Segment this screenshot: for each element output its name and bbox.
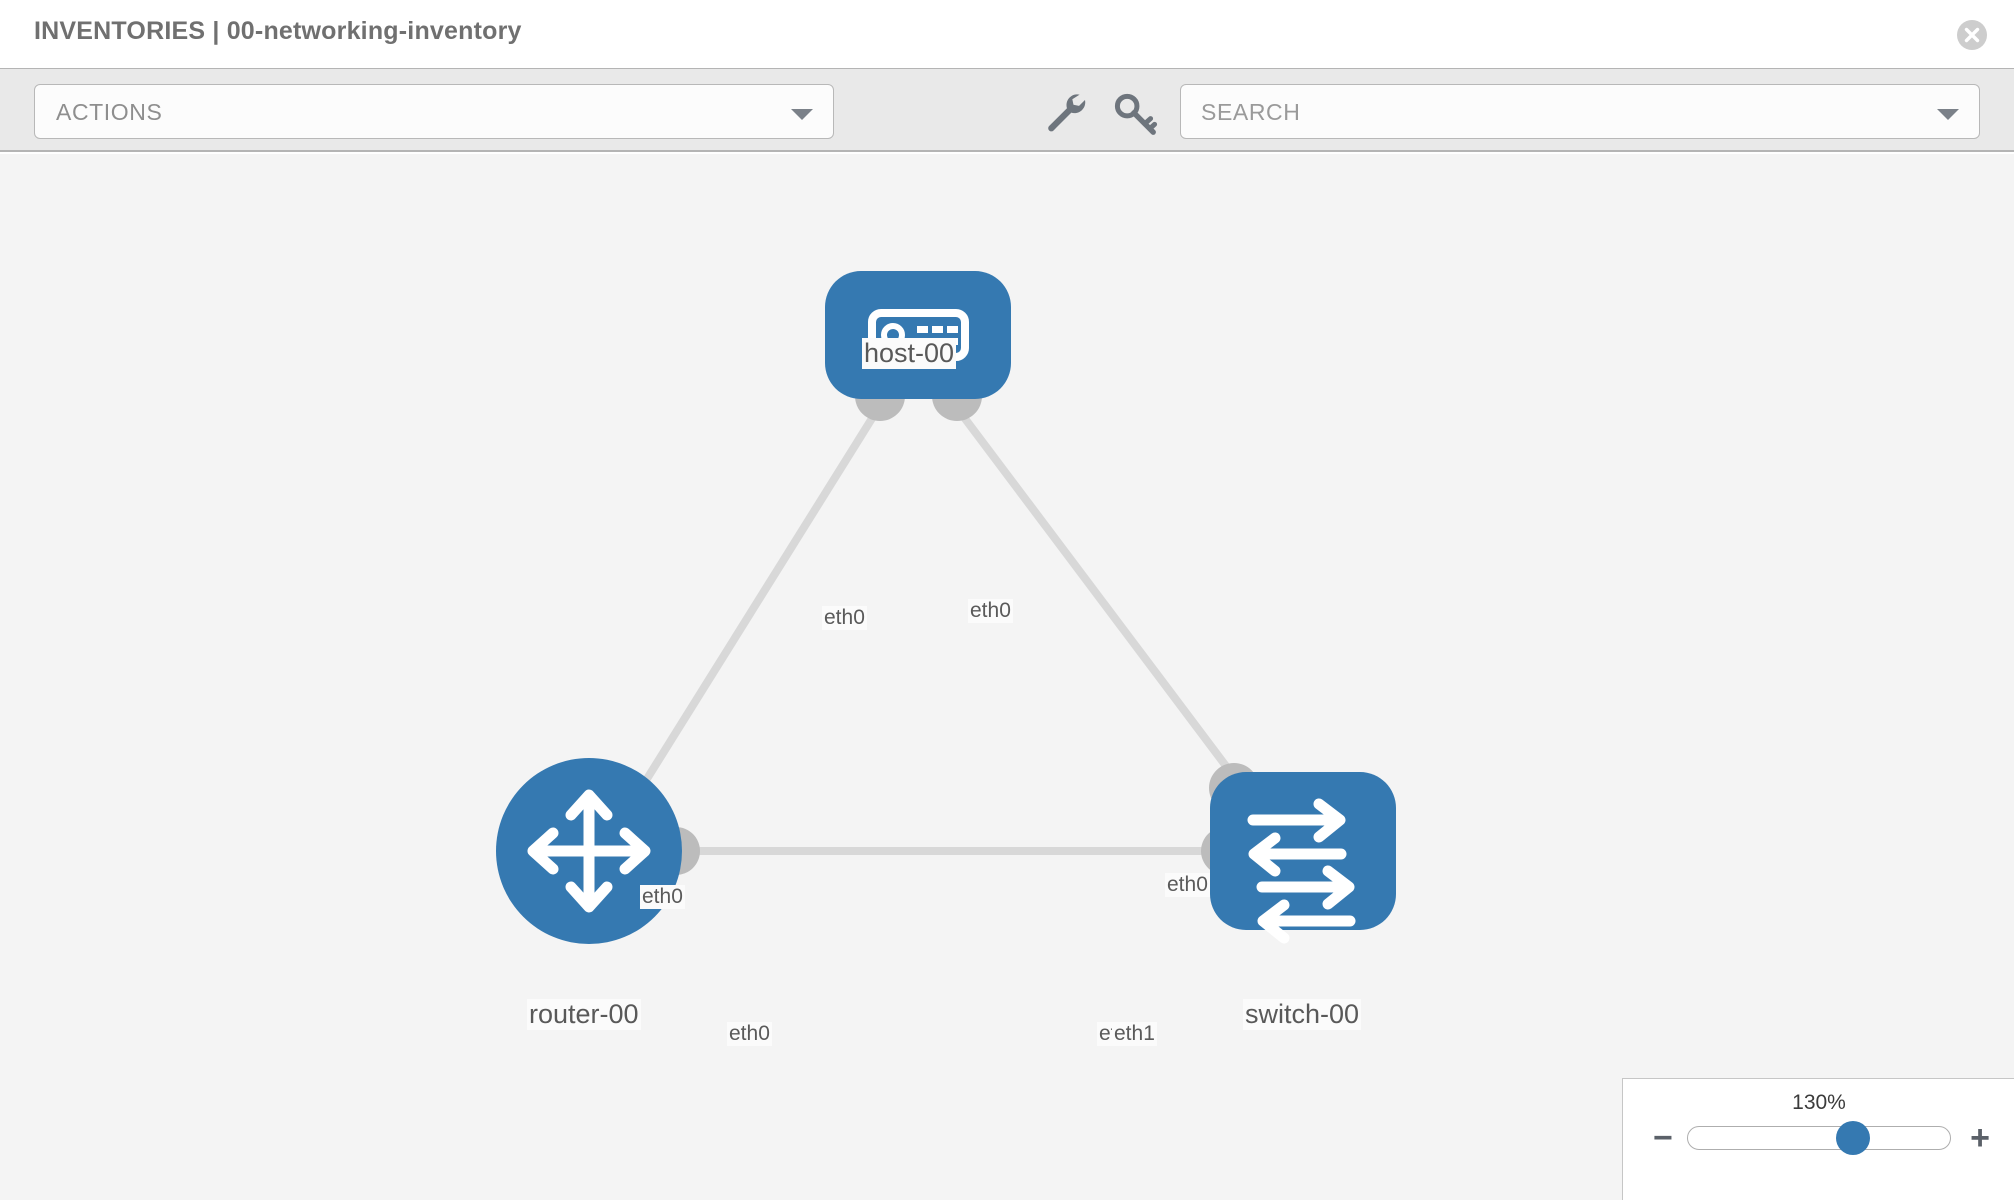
zoom-in-button[interactable]: + <box>1970 1119 1990 1157</box>
iface-label-switch00-left: eth1 <box>1112 1022 1157 1046</box>
switch-arrows-icon <box>1247 798 1356 944</box>
node-label-switch-00: switch-00 <box>1243 999 1362 1030</box>
toolbar: ACTIONS SEARCH <box>0 68 2014 152</box>
chevron-down-icon <box>791 109 813 120</box>
iface-label-host00-right: eth0 <box>968 599 1013 623</box>
edge-group <box>621 409 1266 855</box>
iface-label-router00-right: eth0 <box>727 1022 772 1046</box>
wrench-icon[interactable] <box>1043 90 1089 136</box>
router-arrows-icon <box>527 789 651 913</box>
iface-label-switch00-up: eth0 <box>1165 873 1210 897</box>
edge-host00-router00[interactable] <box>621 409 880 817</box>
search-input[interactable]: SEARCH <box>1180 84 1980 139</box>
page-header: INVENTORIES | 00-networking-inventory <box>0 0 2014 68</box>
node-router-00[interactable] <box>496 758 682 944</box>
node-switch-00[interactable] <box>1210 772 1396 944</box>
zoom-out-button[interactable]: − <box>1653 1119 1673 1157</box>
page-title: INVENTORIES | 00-networking-inventory <box>34 17 522 45</box>
chevron-down-icon <box>1937 109 1959 120</box>
node-label-host-00: host-00 <box>862 338 957 369</box>
zoom-level-value: 130% <box>1792 1091 1846 1114</box>
connector-group <box>652 367 1259 875</box>
iface-label-host00-left: eth0 <box>822 606 867 630</box>
zoom-slider-track[interactable] <box>1687 1121 1951 1155</box>
search-placeholder: SEARCH <box>1201 99 1301 125</box>
close-icon[interactable] <box>1957 20 1987 50</box>
actions-dropdown-label: ACTIONS <box>56 99 163 125</box>
zoom-slider-thumb[interactable] <box>1836 1121 1870 1155</box>
iface-label-router00-up: eth0 <box>640 885 685 909</box>
node-label-router-00: router-00 <box>527 999 641 1030</box>
edge-host00-switch00[interactable] <box>956 409 1266 817</box>
topology-graph <box>496 271 1396 944</box>
node-host-00[interactable] <box>825 271 1011 399</box>
topology-canvas[interactable]: host-00 router-00 switch-00 eth0 eth0 et… <box>0 154 2014 1200</box>
key-icon[interactable] <box>1113 90 1159 136</box>
zoom-panel: 130% − + <box>1622 1078 2014 1200</box>
actions-dropdown[interactable]: ACTIONS <box>34 84 834 139</box>
